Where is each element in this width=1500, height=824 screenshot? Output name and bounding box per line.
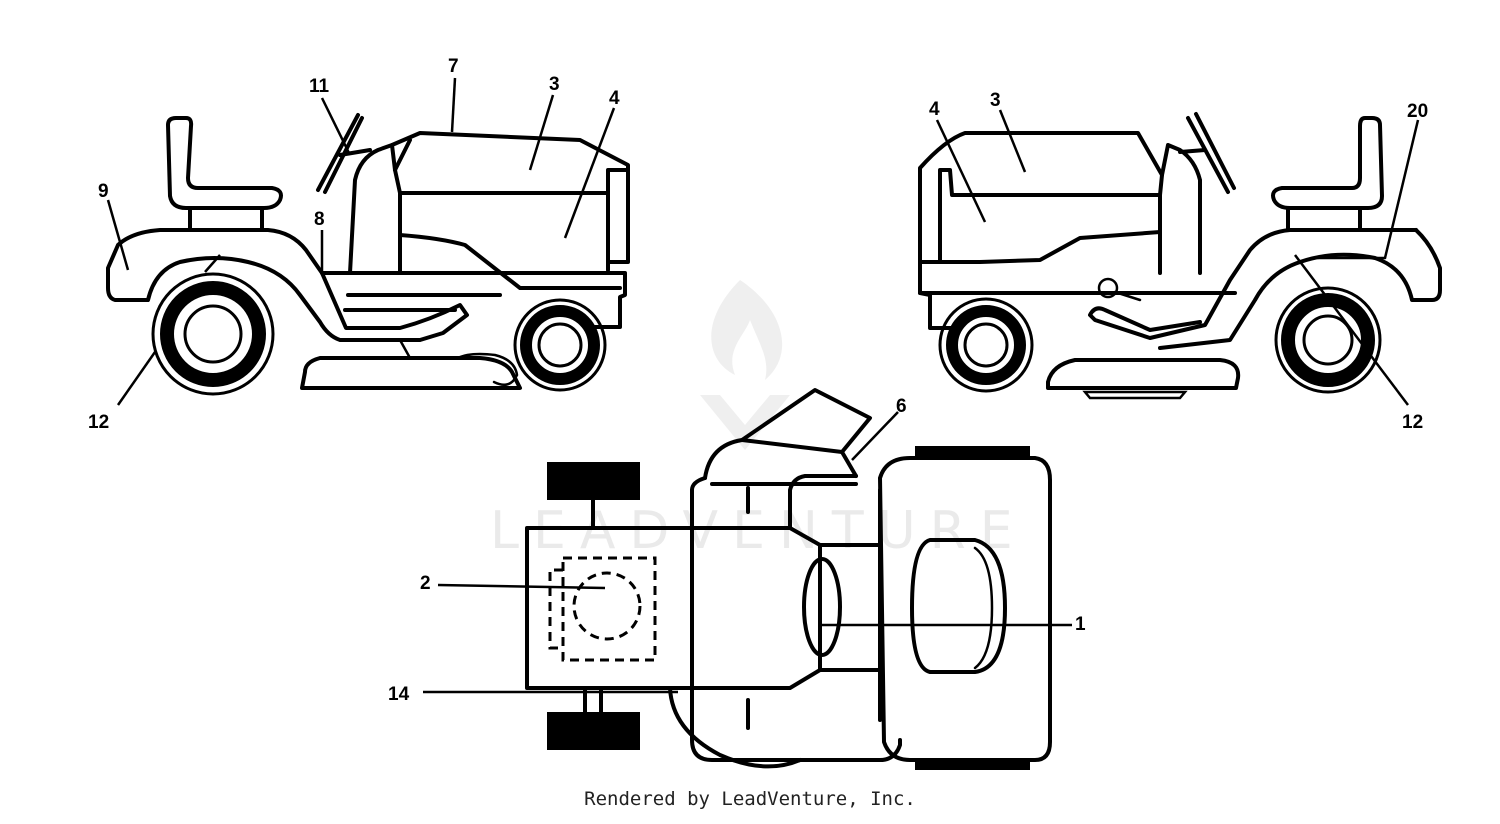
leadventure-watermark: LEADVENTURE xyxy=(490,280,1027,561)
top-view xyxy=(423,388,1072,770)
dashboard xyxy=(348,143,394,275)
mower-deck-right xyxy=(1046,358,1241,390)
rear-fender xyxy=(106,228,469,342)
callout-numbers: 7 3 4 11 8 9 12 3 4 20 12 6 2 1 14 xyxy=(88,56,1428,705)
callout-12-left: 12 xyxy=(88,412,109,433)
footer-credit: Rendered by LeadVenture, Inc. xyxy=(584,788,916,810)
discharge-chute xyxy=(740,388,872,454)
callout-7: 7 xyxy=(448,56,459,77)
frame-rail xyxy=(320,271,627,329)
seat-base xyxy=(188,206,264,232)
seat xyxy=(166,116,283,210)
left-side-view xyxy=(106,77,630,406)
callout-3-left: 3 xyxy=(549,74,560,95)
callout-8: 8 xyxy=(314,209,325,230)
front-wheel-top xyxy=(547,462,640,500)
engine-outline xyxy=(561,556,657,662)
callout-12-right: 12 xyxy=(1402,412,1423,433)
callout-4-right: 4 xyxy=(929,99,940,120)
callout-20: 20 xyxy=(1407,101,1428,122)
callout-1: 1 xyxy=(1075,614,1086,635)
callout-4-left: 4 xyxy=(609,88,620,109)
callout-6: 6 xyxy=(896,396,907,417)
hood-right xyxy=(918,131,1164,264)
watermark-text: LEADVENTURE xyxy=(490,501,1027,561)
callout-9: 9 xyxy=(98,181,109,202)
front-wheel-bottom xyxy=(547,712,640,750)
seat-top xyxy=(910,538,1007,674)
right-side-view xyxy=(918,109,1442,406)
rear-section-top xyxy=(878,456,1052,762)
callout-14: 14 xyxy=(388,684,410,705)
callout-11: 11 xyxy=(309,76,330,97)
seat-right xyxy=(1271,116,1384,210)
callout-2: 2 xyxy=(420,573,431,594)
callout-3-right: 3 xyxy=(990,90,1001,111)
hood xyxy=(390,131,630,195)
rear-fender-right xyxy=(1088,228,1418,340)
mower-deck xyxy=(300,356,522,390)
